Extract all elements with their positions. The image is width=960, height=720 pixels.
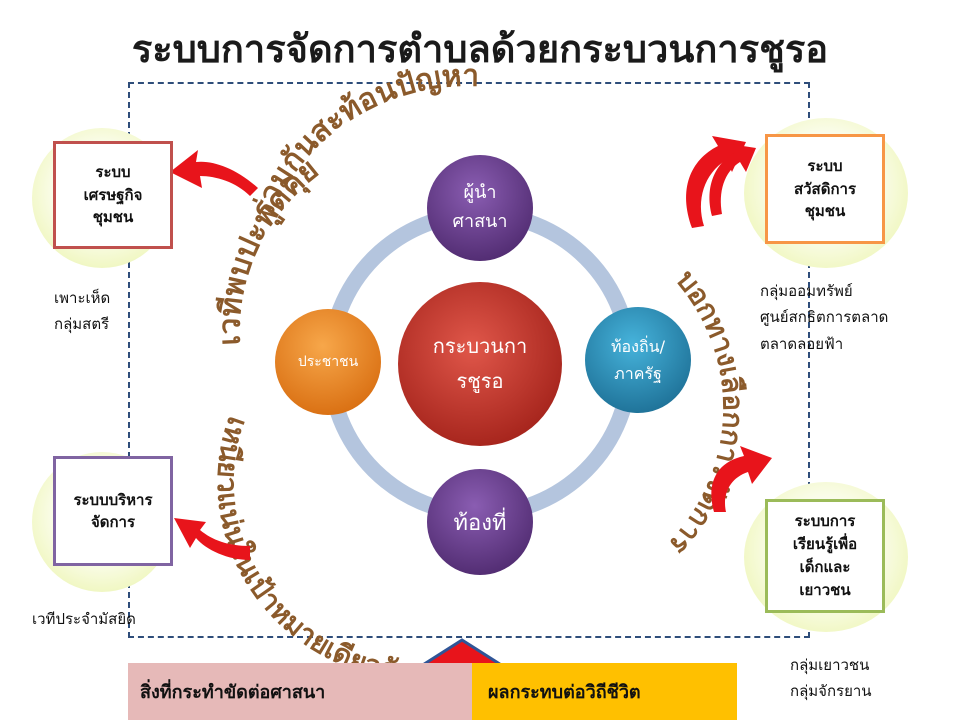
page-title: ระบบการจัดการตำบลด้วยกระบวนการชูรอ bbox=[131, 26, 829, 71]
core-node bbox=[398, 282, 562, 446]
arrows bbox=[170, 136, 772, 560]
arrow-top-right-2 bbox=[709, 144, 756, 216]
outcome-learning-notes: กลุ่มเยาวชน กลุ่มจักรยาน bbox=[790, 656, 872, 701]
bottom-bar-left: สิ่งที่กระทำขัดต่อศาสนา bbox=[128, 663, 472, 720]
node-local-government-label: ท้องถิ่น/ ภาครัฐ bbox=[611, 336, 665, 383]
outcome-management-notes: เวทีประจำมัสยิด bbox=[32, 610, 136, 628]
node-local-government bbox=[585, 307, 691, 413]
node-people-label: ประชาชน bbox=[297, 354, 359, 370]
outcome-welfare-box: ระบบ สวัสดิการ ชุมชน bbox=[765, 134, 885, 244]
outcome-economy-box: ระบบ เศรษฐกิจ ชุมชน bbox=[53, 141, 173, 249]
arrow-bottom-right bbox=[711, 446, 772, 512]
node-religious-leader bbox=[427, 155, 533, 261]
bottom-bar-right: ผลกระทบต่อวิถีชีวิต bbox=[472, 663, 737, 720]
outcome-management-box: ระบบบริหาร จัดการ bbox=[53, 456, 173, 566]
outcome-economy-notes: เพาะเห็ด กลุ่มสตรี bbox=[54, 289, 111, 334]
node-people bbox=[275, 309, 381, 415]
arc-text-right: บอกทางเลือกการจัดการ bbox=[663, 264, 750, 562]
arrow-top-left bbox=[170, 150, 258, 196]
node-local-area bbox=[427, 469, 533, 575]
outcome-welfare-notes: กลุ่มออมทรัพย์ ศูนย์สกธิตการตลาด ตลาดลอย… bbox=[760, 282, 889, 353]
node-local-area-label: ท้องที่ bbox=[453, 510, 507, 536]
arrow-bottom-left bbox=[174, 518, 250, 560]
dashed-frame bbox=[128, 82, 810, 638]
core-node-label: กระบวนกา รชูรอ bbox=[432, 334, 528, 393]
node-religious-leader-label: ผู้นำ ศาสนา bbox=[452, 182, 508, 232]
outcome-learning-box: ระบบการ เรียนรู้เพื่อ เด็กและ เยาวชน bbox=[765, 499, 885, 613]
